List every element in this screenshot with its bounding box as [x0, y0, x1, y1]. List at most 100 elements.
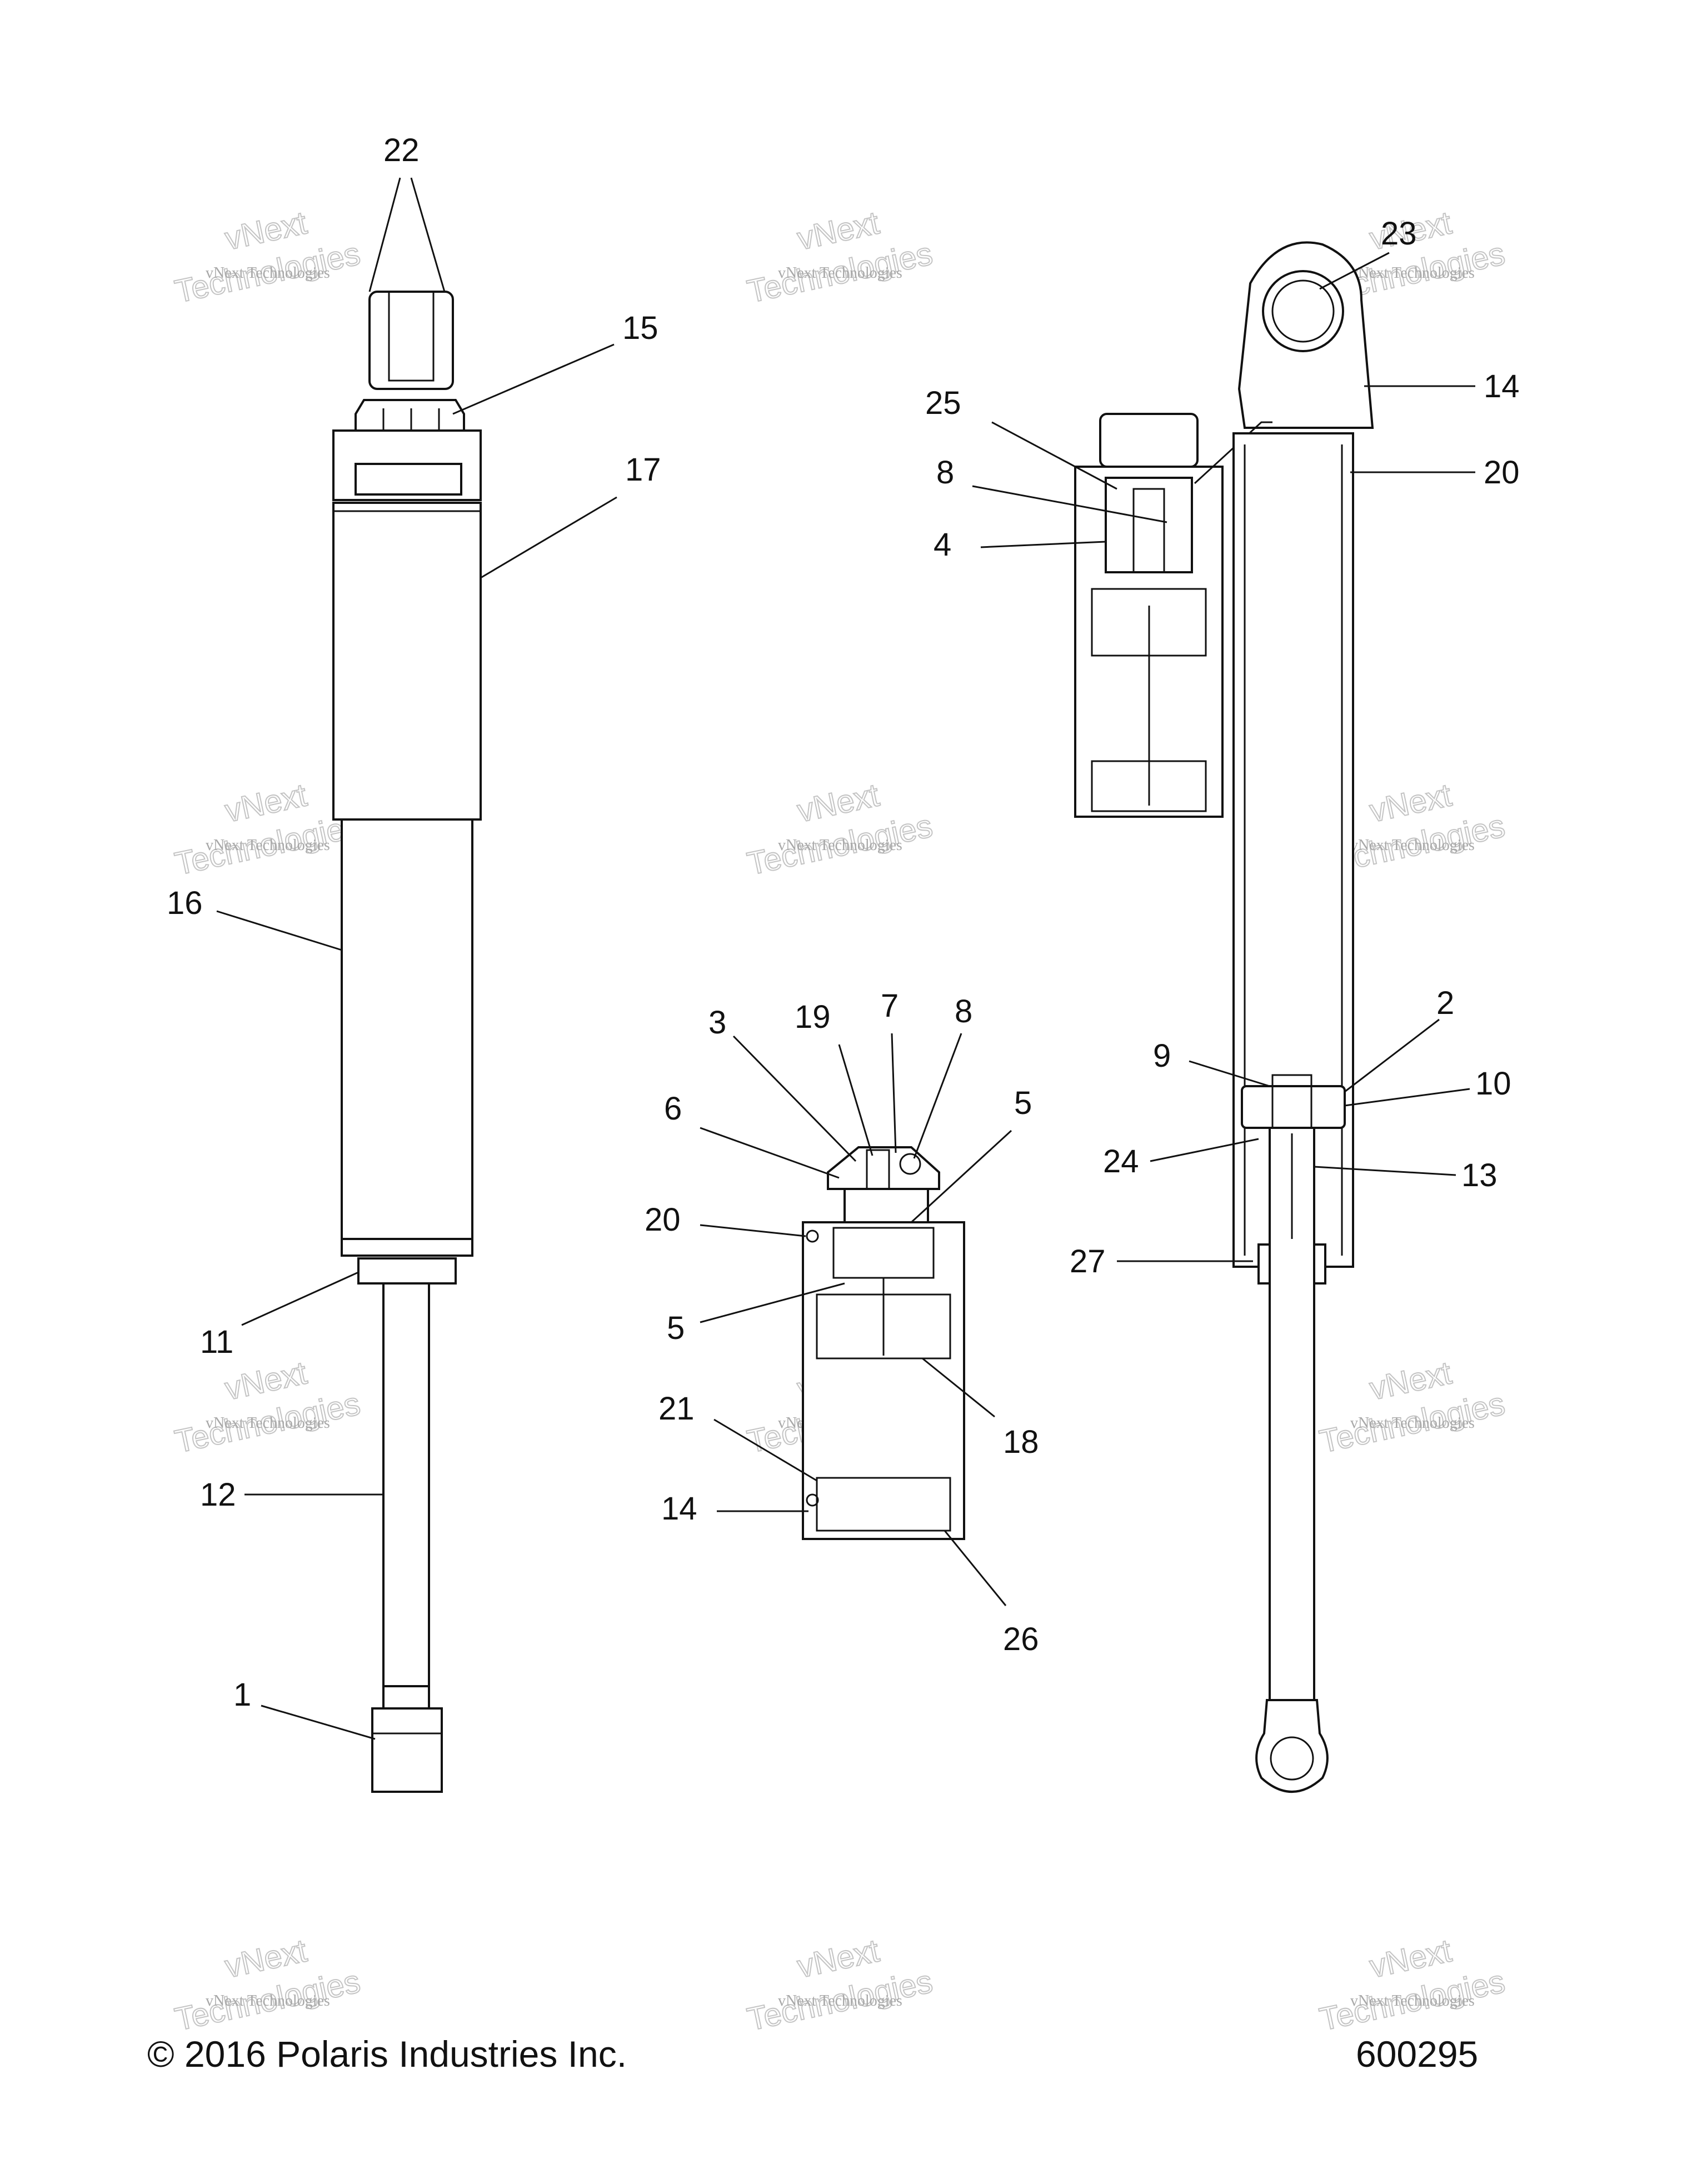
detail-reservoir-body	[802, 1221, 965, 1540]
leader-17	[480, 496, 617, 579]
reservoir-valve-block	[1105, 477, 1193, 573]
section-bottom-bore	[1270, 1736, 1314, 1781]
reservoir-valve-core	[1132, 488, 1165, 573]
callout-21: 21	[658, 1391, 695, 1427]
leader-lines	[216, 177, 1475, 1740]
leader-1	[261, 1705, 376, 1740]
leader-10	[1344, 1088, 1470, 1107]
watermark: vNext Technologies vNext Technologies	[171, 204, 364, 310]
watermark-text: vNext Technologies	[778, 837, 902, 854]
shock-head-ring	[355, 463, 462, 496]
shock-exterior-view	[332, 291, 482, 1793]
callout-10: 10	[1475, 1066, 1511, 1102]
detail-detent-ball	[899, 1153, 921, 1175]
detail-adjuster-cap	[827, 1146, 940, 1190]
watermark: vNext Technologies vNext Technologies	[743, 204, 936, 310]
watermark-text: vNext Technologies	[206, 1992, 330, 2010]
leader-13	[1314, 1166, 1456, 1176]
watermark-text: vNext Technologies	[1350, 264, 1475, 282]
leader-5b	[700, 1282, 845, 1323]
callout-15: 15	[622, 310, 658, 346]
detail-valve-body	[843, 1188, 929, 1223]
leader-18	[922, 1357, 995, 1418]
watermark-text: vNext Technologies	[778, 1992, 902, 2010]
reservoir-adjuster-knob	[1099, 413, 1199, 468]
eyelet-bushing	[388, 291, 435, 382]
watermark: vNext Technologies vNext Technologies	[171, 1932, 364, 2038]
callout-14: 14	[661, 1491, 697, 1527]
detail-oring	[806, 1493, 819, 1507]
callout-17: 17	[625, 452, 661, 488]
reservoir-link	[1194, 421, 1272, 484]
shock-body-upper	[332, 502, 482, 821]
leader-24	[1150, 1138, 1259, 1162]
callout-5: 5	[667, 1310, 685, 1346]
watermark-text: vNext Technologies	[1350, 837, 1475, 854]
leader-4	[980, 541, 1106, 548]
callout-6: 6	[664, 1091, 682, 1127]
shaft-end-threads	[382, 1685, 430, 1710]
callout-13: 13	[1461, 1157, 1498, 1193]
callout-24: 24	[1103, 1143, 1139, 1180]
callout-5: 5	[1014, 1085, 1032, 1121]
leader-19	[838, 1044, 874, 1156]
callout-8: 8	[936, 454, 954, 491]
watermark-text: vNext Technologies	[1350, 1992, 1475, 2010]
callout-3: 3	[708, 1004, 726, 1041]
callout-27: 27	[1070, 1243, 1106, 1280]
callout-16: 16	[167, 885, 203, 921]
leader-15	[452, 343, 615, 415]
callout-14: 14	[1484, 368, 1520, 404]
shock-body-lower	[341, 818, 473, 1254]
leader-20b	[700, 1224, 806, 1237]
watermark-text: vNext Technologies	[206, 264, 330, 282]
reservoir-detail-view	[802, 1146, 965, 1540]
watermark: vNext Technologies vNext Technologies	[171, 1354, 364, 1460]
callout-23: 23	[1381, 216, 1417, 252]
callout-22: 22	[383, 132, 420, 168]
callout-8: 8	[955, 993, 972, 1029]
top-eyelet	[368, 291, 454, 390]
leader-8a	[972, 485, 1167, 523]
callout-25: 25	[925, 385, 961, 421]
watermark-text: vNext Technologies	[206, 837, 330, 854]
figure-number: 600295	[1356, 2033, 1478, 2075]
leader-25	[991, 421, 1117, 490]
callout-1: 1	[233, 1677, 251, 1713]
leader-3	[732, 1035, 857, 1162]
callout-9: 9	[1153, 1038, 1171, 1074]
leader-2	[1344, 1018, 1440, 1093]
shock-shaft	[382, 1282, 430, 1687]
footer: © 2016 Polaris Industries Inc. 600295	[147, 2033, 1478, 2075]
callout-7: 7	[881, 988, 899, 1024]
watermark: vNext Technologies vNext Technologies	[1316, 1932, 1509, 2038]
callout-20: 20	[645, 1202, 681, 1238]
section-bottom-mount	[1255, 1699, 1329, 1793]
bottom-eyelet	[371, 1707, 443, 1793]
leader-9	[1189, 1060, 1270, 1087]
leader-5a	[910, 1130, 1012, 1223]
leader-7	[891, 1033, 897, 1153]
callout-12: 12	[200, 1477, 236, 1513]
leader-21	[713, 1418, 817, 1482]
watermark: vNext Technologies vNext Technologies	[743, 776, 936, 882]
callout-19: 19	[795, 999, 831, 1035]
watermark-text: vNext Technologies	[1350, 1415, 1475, 1432]
callout-11: 11	[200, 1324, 233, 1360]
callout-4: 4	[934, 527, 951, 563]
leader-8b	[913, 1033, 962, 1159]
watermark-text: vNext Technologies	[778, 264, 902, 282]
lower-nut	[357, 1257, 457, 1285]
leader-26	[944, 1530, 1007, 1606]
watermark: vNext Technologies vNext Technologies	[743, 1932, 936, 2038]
section-eyelet-ring	[1262, 270, 1344, 352]
leader-6	[700, 1127, 840, 1179]
detail-oring	[806, 1230, 819, 1243]
callout-26: 26	[1003, 1621, 1039, 1657]
callout-2: 2	[1436, 985, 1454, 1021]
shock-body-bottom-ring	[341, 1238, 473, 1257]
copyright-notice: © 2016 Polaris Industries Inc.	[147, 2033, 627, 2075]
watermark: vNext Technologies vNext Technologies	[1316, 1354, 1509, 1460]
leader-16	[216, 910, 342, 951]
